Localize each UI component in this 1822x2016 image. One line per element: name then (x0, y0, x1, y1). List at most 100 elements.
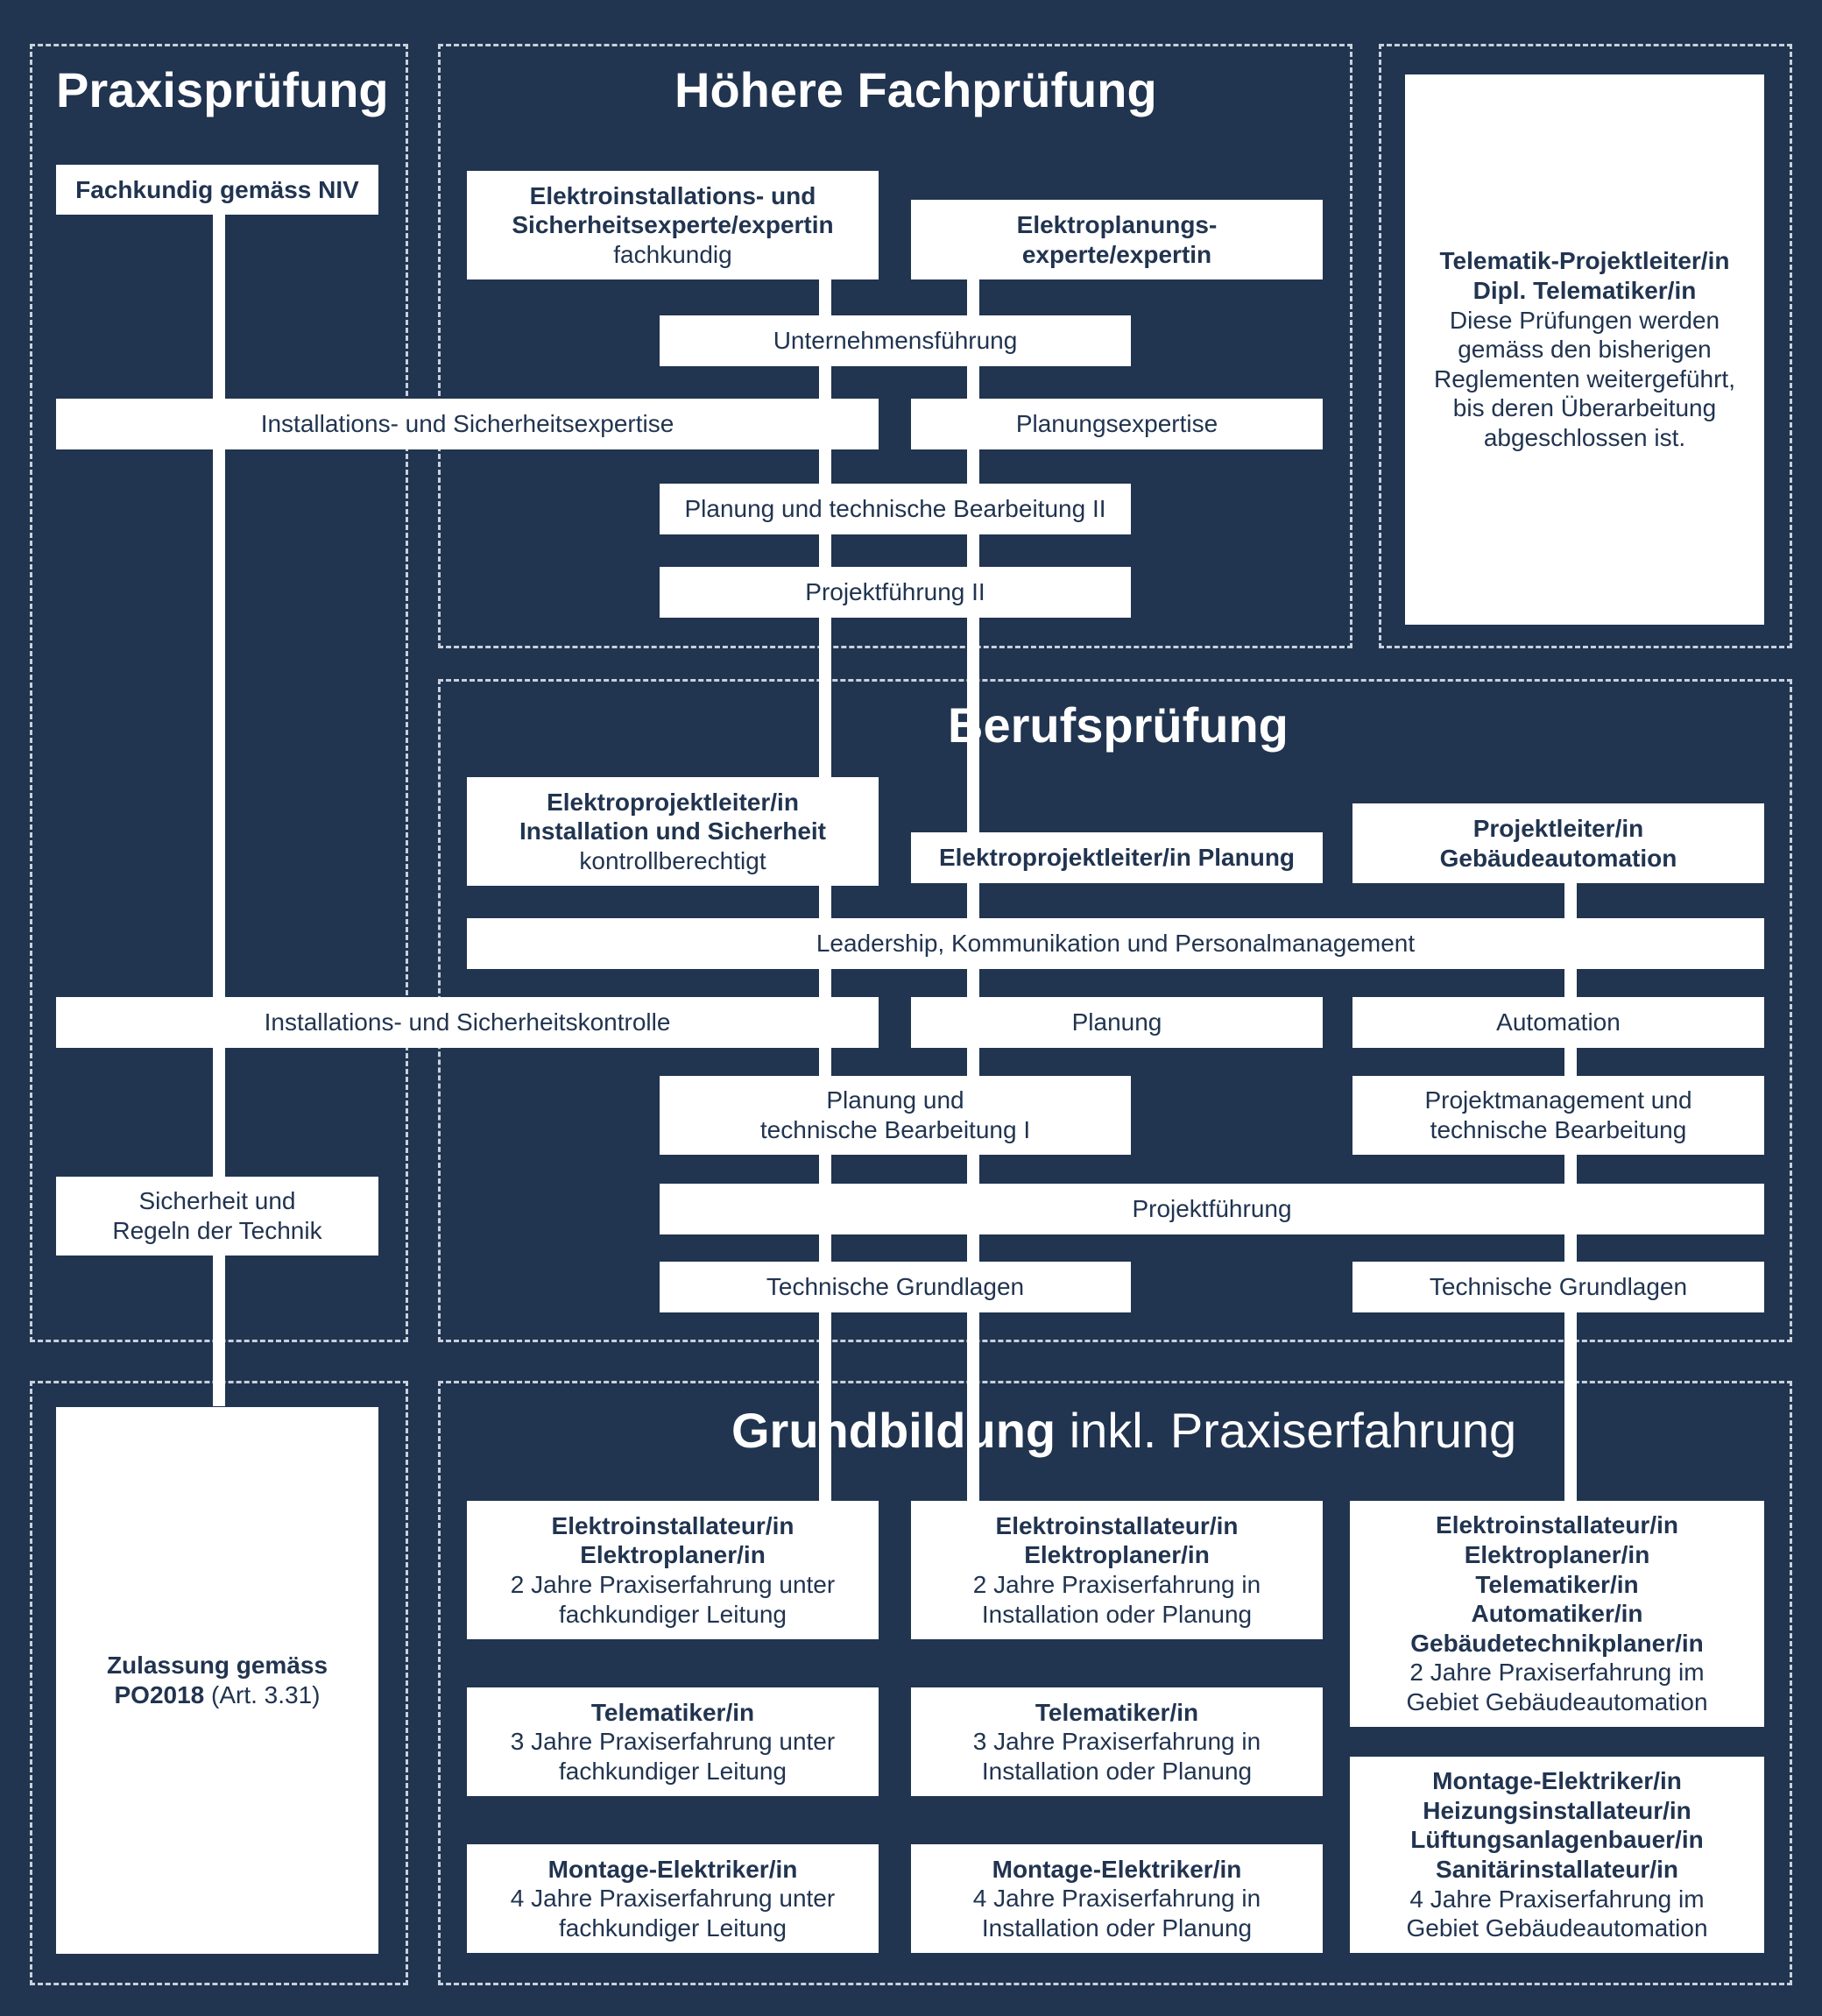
box-zulassung: Zulassung gemäss PO2018 (Art. 3.31) (56, 1407, 378, 1954)
box-elektroprojektleiter-installation: Elektroprojektleiter/in Installation und… (467, 777, 879, 886)
box-grund-c1: Elektroinstallateur/in Elektroplaner/in … (1350, 1501, 1764, 1727)
label: Fachkundig gemäss NIV (75, 175, 359, 203)
label-2: Elektroplaner/in (1464, 1541, 1650, 1569)
box-grund-b3: Montage-Elektriker/in 4 Jahre Praxiserfa… (911, 1844, 1323, 1953)
box-elektroprojektleiter-planung: Elektroprojektleiter/in Planung (911, 832, 1323, 883)
label-3: Telematiker/in (1475, 1570, 1639, 1598)
label-7: Gebiet Gebäudeautomation (1406, 1687, 1708, 1715)
label-2: 4 Jahre Praxiserfahrung in (972, 1885, 1261, 1913)
zulassung-line-2: PO2018 (Art. 3.31) (114, 1680, 320, 1710)
label: Technische Grundlagen (766, 1273, 1025, 1301)
box-projektfuehrung-2: Projektführung II (660, 567, 1131, 618)
region-telematik (1379, 44, 1792, 648)
label-4: fachkundiger Leitung (559, 1600, 787, 1628)
label-6: Gebiet Gebäudeautomation (1406, 1914, 1708, 1942)
title-grundbildung: Grundbildung inkl. Praxiserfahrung (731, 1402, 1516, 1459)
box-grund-a3: Montage-Elektriker/in 4 Jahre Praxiserfa… (467, 1844, 879, 1953)
label: Projektführung II (805, 578, 985, 606)
label-1: Elektroinstallateur/in (995, 1511, 1239, 1539)
label-1: Elektroinstallateur/in (1436, 1511, 1678, 1539)
label-1: Montage-Elektriker/in (1432, 1767, 1682, 1795)
label-1: Elektroprojektleiter/in (547, 788, 799, 816)
box-grund-b2: Telematiker/in 3 Jahre Praxiserfahrung i… (911, 1687, 1323, 1796)
label-1: Zulassung gemäss (106, 1652, 328, 1680)
label-1: Telematiker/in (1035, 1698, 1199, 1726)
box-technische-grundlagen-b: Technische Grundlagen (1352, 1262, 1764, 1312)
box-grund-a2: Telematiker/in 3 Jahre Praxiserfahrung u… (467, 1687, 879, 1796)
label: Planungsexpertise (1015, 410, 1218, 438)
box-planungsexpertise: Planungsexpertise (911, 399, 1323, 449)
box-technische-grundlagen-a: Technische Grundlagen (660, 1262, 1131, 1312)
box-projektfuehrung: Projektführung (660, 1184, 1764, 1234)
box-grund-a1: Elektroinstallateur/in Elektroplaner/in … (467, 1501, 879, 1639)
box-sicherheitsexperte: Elektroinstallations- und Sicherheitsexp… (467, 171, 879, 279)
title-grundbildung-light: inkl. Praxiserfahrung (1069, 1403, 1517, 1458)
label: Unternehmensführung (773, 327, 1018, 355)
text-4: bis deren Überarbeitung (1452, 394, 1717, 422)
label-1: Elektroplanungs- (1016, 210, 1218, 238)
label-4: Automatiker/in (1471, 1600, 1643, 1628)
label-sub: fachkundig (613, 240, 732, 268)
box-planung: Planung (911, 997, 1323, 1048)
connector-line-praxis (213, 210, 225, 1406)
label: Planung und technische Bearbeitung II (684, 495, 1106, 523)
label: Installations- und Sicherheitsexpertise (260, 410, 674, 438)
box-planung-technische-bearbeitung-2: Planung und technische Bearbeitung II (660, 484, 1131, 534)
connector-line-planung (967, 272, 979, 1507)
title-praxispruefung: Praxisprüfung (56, 62, 389, 117)
label: Elektroprojektleiter/in Planung (938, 844, 1296, 872)
region-hoehere-fachpruefung (438, 44, 1352, 648)
box-projektleiter-gebaeudeautomation: Projektleiter/in Gebäudeautomation (1352, 803, 1764, 883)
label: Technische Grundlagen (1429, 1273, 1688, 1301)
box-grund-c2: Montage-Elektriker/in Heizungsinstallate… (1350, 1757, 1764, 1953)
label-2: 3 Jahre Praxiserfahrung unter (510, 1728, 836, 1756)
label-3: Installation oder Planung (981, 1757, 1253, 1785)
label-2: Regeln der Technik (112, 1217, 322, 1244)
label: Projektführung (1132, 1195, 1292, 1223)
label: Leadership, Kommunikation und Personalma… (816, 930, 1416, 958)
box-unternehmensfuehrung: Unternehmensführung (660, 315, 1131, 366)
label-3: Installation oder Planung (981, 1913, 1253, 1942)
label-2: technische Bearbeitung (1430, 1116, 1687, 1143)
label-2: Dipl. Telematiker/in (1472, 277, 1697, 305)
label-1: Elektroinstallateur/in (551, 1511, 794, 1539)
title-grundbildung-bold: Grundbildung (731, 1403, 1056, 1458)
text-1: Diese Prüfungen werden (1449, 306, 1720, 334)
label: Installations- und Sicherheitskontrolle (264, 1008, 671, 1036)
label-2: 3 Jahre Praxiserfahrung in (972, 1728, 1261, 1756)
label-4: Sanitärinstallateur/in (1436, 1856, 1678, 1883)
box-grund-b1: Elektroinstallateur/in Elektroplaner/in … (911, 1501, 1323, 1639)
label-2: Elektroplaner/in (580, 1541, 766, 1569)
label-2: Heizungsinstallateur/in (1423, 1796, 1691, 1824)
label-1: Telematiker/in (590, 1698, 755, 1726)
label-2: Elektroplaner/in (1024, 1541, 1210, 1569)
label-1: Telematik-Projektleiter/in (1439, 247, 1730, 275)
label-2: Sicherheitsexperte/expertin (512, 211, 834, 239)
label-3: fachkundiger Leitung (559, 1913, 787, 1942)
label-5: Gebäudetechnikplaner/in (1410, 1629, 1704, 1657)
label-3: 2 Jahre Praxiserfahrung unter (510, 1571, 836, 1598)
box-telematik-projektleiter: Telematik-Projektleiter/in Dipl. Telemat… (1405, 74, 1764, 625)
label-3: (Art. 3.31) (211, 1681, 321, 1708)
box-fachkundig-niv: Fachkundig gemäss NIV (56, 165, 378, 215)
label-2: 4 Jahre Praxiserfahrung unter (510, 1885, 836, 1913)
label-2: PO2018 (114, 1681, 205, 1708)
label-5: 4 Jahre Praxiserfahrung im (1409, 1885, 1705, 1913)
label-3: fachkundiger Leitung (559, 1757, 787, 1785)
label-1: Montage-Elektriker/in (547, 1855, 798, 1883)
box-elektroplanungsexperte: Elektroplanungs- experte/expertin (911, 200, 1323, 279)
label-2: technische Bearbeitung I (759, 1116, 1031, 1143)
box-leadership: Leadership, Kommunikation und Personalma… (467, 918, 1764, 969)
label-1: Projektmanagement und (1424, 1086, 1692, 1114)
box-installations-sicherheitsexpertise: Installations- und Sicherheitsexpertise (56, 399, 879, 449)
label-2: Gebäudeautomation (1439, 844, 1677, 872)
label-2: experte/expertin (1021, 240, 1212, 268)
label: Planung (1071, 1008, 1162, 1036)
box-projektmanagement: Projektmanagement und technische Bearbei… (1352, 1076, 1764, 1155)
text-3: Reglementen weitergeführt, (1434, 364, 1735, 393)
title-hoehere-fachpruefung: Höhere Fachprüfung (674, 62, 1157, 117)
box-installations-sicherheitskontrolle: Installations- und Sicherheitskontrolle (56, 997, 879, 1048)
label-1: Projektleiter/in (1472, 814, 1644, 842)
label: Automation (1496, 1008, 1621, 1036)
